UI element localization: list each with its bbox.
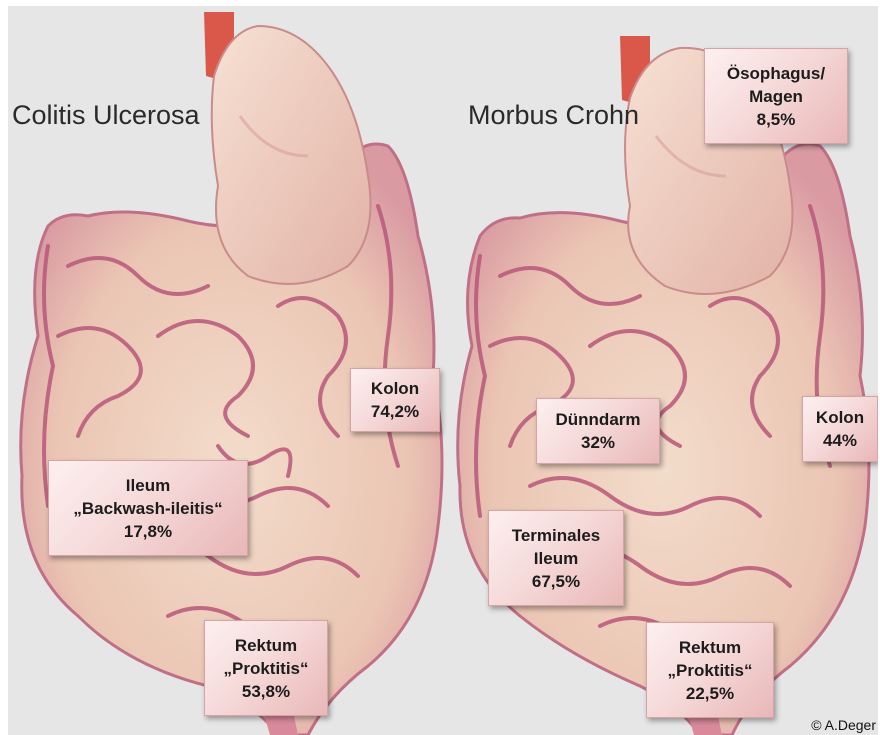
label-rektum-uc-name: Rektum: [235, 634, 297, 657]
label-oesophagus-cd-subtitle: Magen: [749, 85, 803, 108]
label-oesophagus-cd-name: Ösophagus/: [727, 62, 825, 85]
label-kolon-cd-name: Kolon: [816, 406, 864, 429]
title-morbus-crohn: Morbus Crohn: [468, 100, 639, 131]
label-duenndarm-cd-value: 32%: [581, 431, 615, 454]
copyright-notice: © A.Deger: [811, 717, 876, 733]
label-terminales-ileum-cd: Terminales Ileum 67,5%: [488, 510, 624, 606]
label-rektum-uc-value: 53,8%: [242, 680, 290, 703]
title-colitis-ulcerosa: Colitis Ulcerosa: [12, 100, 200, 131]
panel-colitis-ulcerosa: Colitis Ulcerosa Kolon 74,2% Ileum „Back…: [8, 6, 450, 735]
label-rektum-cd-value: 22,5%: [686, 682, 734, 705]
label-duenndarm-cd: Dünndarm 32%: [536, 398, 660, 464]
label-rektum-cd-subtitle: „Proktitis“: [667, 659, 752, 682]
label-ileum-uc: Ileum „Backwash-ileitis“ 17,8%: [48, 460, 248, 556]
illustration-stage: Colitis Ulcerosa Kolon 74,2% Ileum „Back…: [8, 6, 878, 735]
panel-morbus-crohn: Morbus Crohn Ösophagus/ Magen 8,5% Dünnd…: [450, 6, 878, 735]
label-kolon-cd: Kolon 44%: [802, 396, 878, 462]
label-rektum-uc: Rektum „Proktitis“ 53,8%: [204, 620, 328, 716]
label-rektum-uc-subtitle: „Proktitis“: [223, 657, 308, 680]
label-ileum-uc-value: 17,8%: [124, 520, 172, 543]
label-ileum-uc-name: Ileum: [126, 474, 170, 497]
label-rektum-cd: Rektum „Proktitis“ 22,5%: [646, 622, 774, 718]
label-duenndarm-cd-name: Dünndarm: [556, 408, 641, 431]
label-terminales-ileum-cd-name: Terminales: [512, 524, 601, 547]
label-kolon-uc-value: 74,2%: [371, 400, 419, 423]
label-kolon-cd-value: 44%: [823, 429, 857, 452]
label-ileum-uc-subtitle: „Backwash-ileitis“: [73, 497, 222, 520]
label-oesophagus-magen-cd: Ösophagus/ Magen 8,5%: [704, 48, 848, 144]
label-terminales-ileum-cd-value: 67,5%: [532, 570, 580, 593]
label-terminales-ileum-cd-subtitle: Ileum: [534, 547, 578, 570]
label-kolon-uc: Kolon 74,2%: [350, 368, 440, 432]
label-kolon-uc-name: Kolon: [371, 377, 419, 400]
label-oesophagus-cd-value: 8,5%: [757, 108, 796, 131]
label-rektum-cd-name: Rektum: [679, 636, 741, 659]
